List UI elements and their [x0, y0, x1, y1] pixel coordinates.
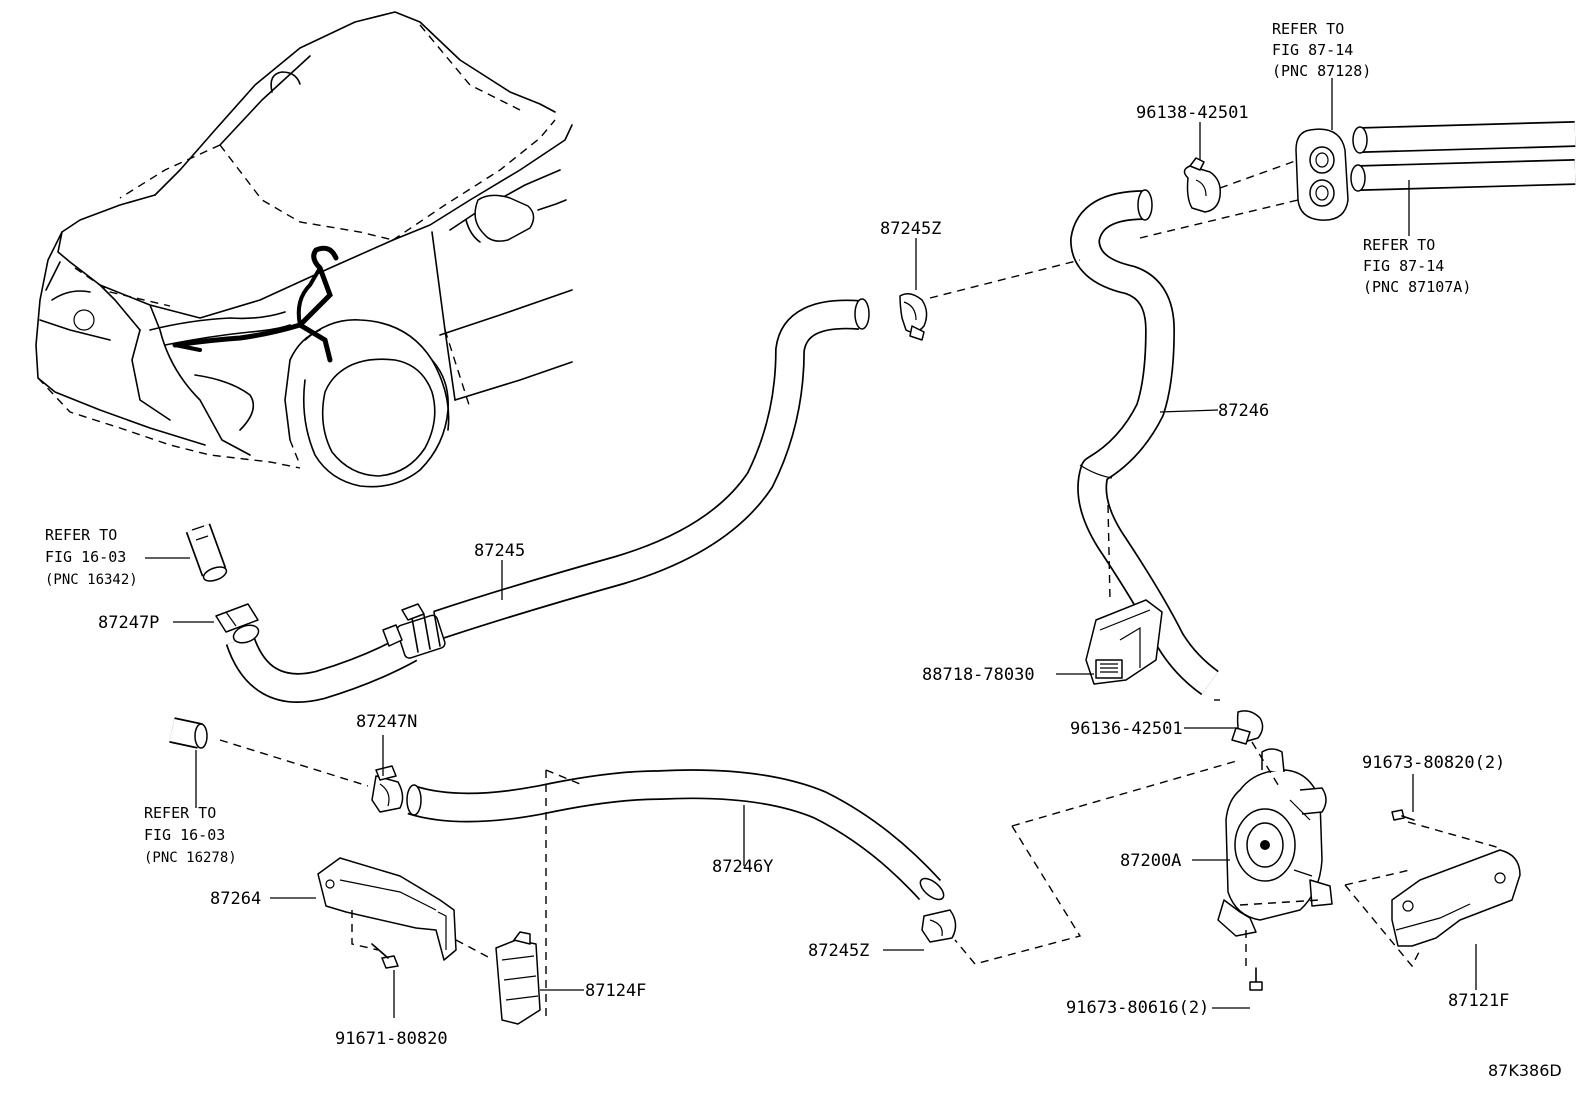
ref-right-line3: (PNC 87107A)	[1363, 278, 1471, 296]
label-88718-78030: 88718-78030	[922, 665, 1035, 685]
ref-right-line2: FIG 87-14	[1363, 257, 1444, 275]
label-96136-42501: 96136-42501	[1070, 719, 1183, 739]
label-96138-42501: 96138-42501	[1136, 103, 1249, 123]
clamp-87247P	[215, 603, 259, 633]
ref-left-upper-line2: FIG 16-03	[45, 548, 126, 566]
connector-87124F	[495, 931, 541, 1025]
ref-right: REFER TO FIG 87-14 (PNC 87107A)	[1363, 236, 1471, 296]
bolt-91673-80820	[1391, 809, 1415, 821]
ref-left-upper: REFER TO FIG 16-03 (PNC 16342)	[45, 526, 138, 588]
sensor-bracket-88718	[1085, 599, 1163, 685]
label-87246Y: 87246Y	[712, 857, 773, 877]
ref-left-lower-line1: REFER TO	[144, 804, 216, 822]
bracket-87264	[317, 857, 457, 961]
label-87245: 87245	[474, 541, 525, 561]
label-87121F: 87121F	[1448, 991, 1509, 1011]
label-87200A: 87200A	[1120, 851, 1181, 871]
bracket-87121F	[1391, 849, 1521, 947]
leader-lines	[145, 78, 1477, 1018]
clamp-87245Z-upper	[899, 293, 928, 341]
ref-top-line1: REFER TO	[1272, 20, 1344, 38]
label-87264: 87264	[210, 889, 261, 909]
bolt-91671-80820	[371, 943, 399, 969]
bolt-91673-80616	[1249, 967, 1263, 991]
label-87247N: 87247N	[356, 712, 417, 732]
clip-96136	[1231, 710, 1264, 745]
clamp-87245Z-lower	[921, 909, 957, 943]
clip-96138	[1183, 157, 1222, 213]
label-91673-80616: 91673-80616(2)	[1066, 998, 1209, 1018]
label-87245Z-upper: 87245Z	[880, 219, 941, 239]
hose-87245	[225, 298, 870, 703]
dashed-lines	[219, 159, 1501, 1018]
ref-top-line2: FIG 87-14	[1272, 41, 1353, 59]
ref-top: REFER TO FIG 87-14 (PNC 87128)	[1272, 20, 1371, 80]
label-91671-80820: 91671-80820	[335, 1029, 448, 1049]
ref-top-line3: (PNC 87128)	[1272, 62, 1371, 80]
label-87245Z-lower: 87245Z	[808, 941, 869, 961]
ref-left-upper-line3: (PNC 16342)	[45, 572, 138, 588]
figure-code: 87K386D	[1488, 1061, 1562, 1080]
label-87247P: 87247P	[98, 613, 159, 633]
ref-right-line1: REFER TO	[1363, 236, 1435, 254]
ref-left-upper-line1: REFER TO	[45, 526, 117, 544]
ref-left-lower-line3: (PNC 16278)	[144, 850, 237, 866]
label-87246: 87246	[1218, 401, 1269, 421]
pipe-stub-left-lower	[169, 717, 208, 749]
label-91673-80820: 91673-80820(2)	[1362, 753, 1505, 773]
ref-left-lower-line2: FIG 16-03	[144, 826, 225, 844]
clamp-87247N	[371, 765, 404, 813]
ref-left-lower: REFER TO FIG 16-03 (PNC 16278)	[144, 804, 237, 866]
car-illustration	[35, 11, 573, 488]
pipe-stub-left-upper	[185, 523, 228, 582]
hose-87246Y	[406, 769, 945, 901]
pipe-stubs-top-right	[1350, 121, 1576, 192]
water-pump-87200A	[1217, 748, 1333, 937]
label-87124F: 87124F	[585, 981, 646, 1001]
grommet	[1295, 128, 1349, 221]
